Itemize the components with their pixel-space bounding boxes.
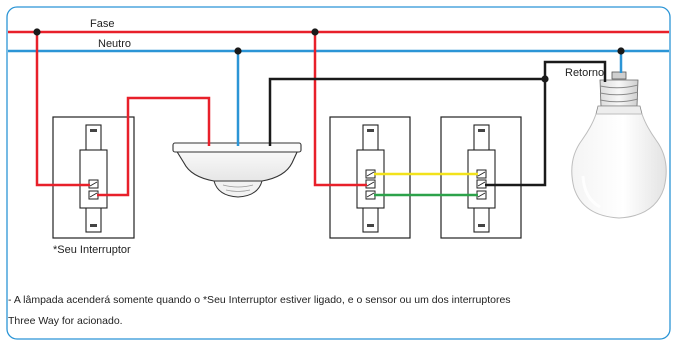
retorno-to-bulb-wire [543, 60, 607, 82]
junction-dot-fase-2 [311, 28, 319, 36]
note-line-1: - A lâmpada acenderá somente quando o *S… [8, 294, 511, 306]
three-way-retorno-wire [485, 79, 547, 187]
three-way-switch-2 [440, 116, 522, 239]
seu-interruptor-to-sensor-wire [97, 96, 211, 197]
seu-interruptor-label: *Seu Interruptor [53, 244, 131, 256]
fase-label: Fase [90, 18, 114, 30]
fase-to-three-way-wire [313, 32, 367, 187]
retorno-label: Retorno [565, 67, 604, 79]
three-way-switch-1 [329, 116, 411, 239]
note-line-2: Three Way for acionado. [8, 315, 123, 327]
junction-dot-neutro-2 [617, 47, 625, 55]
seu-interruptor-switch [52, 116, 135, 239]
junction-dot-neutro-1 [234, 47, 242, 55]
sensor-retorno-wire [268, 77, 545, 146]
junction-dot-fase-1 [33, 28, 41, 36]
neutro-label: Neutro [98, 38, 131, 50]
diagram-frame [6, 6, 671, 340]
junction-dot-retorno [541, 75, 549, 83]
fase-to-seu-interruptor-wire [35, 32, 90, 187]
led-bulb-icon [571, 71, 667, 219]
ceiling-motion-sensor-icon [172, 142, 302, 198]
